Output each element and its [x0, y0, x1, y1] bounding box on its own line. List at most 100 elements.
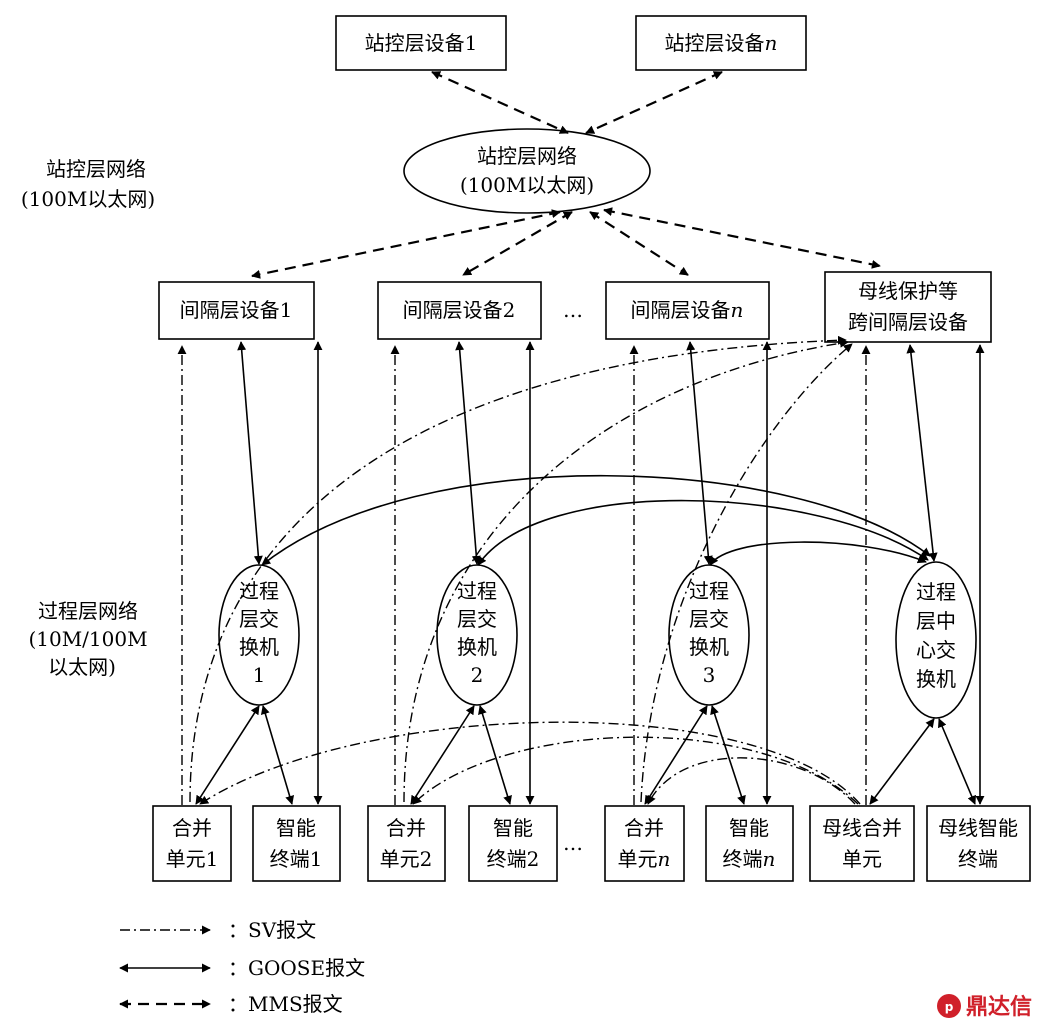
sv-mu1-to-busbar	[189, 335, 847, 803]
svg-text:终端n: 终端n	[723, 847, 776, 871]
bay-device-n-label: 间隔层设备	[631, 298, 731, 322]
goose-center-switch3	[709, 541, 927, 566]
busbar-intelligent-terminal: 母线智能 终端	[926, 805, 1031, 882]
legend: ：SV报文 ：GOOSE报文 ：MMS报文	[119, 918, 365, 1016]
station-network-title: 站控层网络	[477, 144, 577, 168]
svg-text:单元n: 单元n	[618, 847, 671, 871]
switch-1-line3: 换机	[239, 635, 279, 659]
sv-mun-to-busbar	[640, 343, 853, 803]
busbar-protection-device: 母线保护等 跨间隔层设备	[824, 271, 992, 343]
mms-link-bay-1	[251, 209, 561, 279]
bay-device-n-suffix: n	[731, 298, 744, 322]
bay-ellipsis: …	[563, 298, 583, 322]
bay-device-n: 间隔层设备n	[605, 281, 770, 340]
it1-line1: 智能	[276, 816, 316, 840]
it2-line1: 智能	[493, 816, 533, 840]
bay-device-1: 间隔层设备1	[158, 281, 315, 340]
watermark-text: 鼎达信	[966, 994, 1032, 1020]
mun-line1: 合并	[624, 816, 664, 840]
bay-device-2: 间隔层设备2	[377, 281, 542, 340]
intelligent-terminal-n: 智能 终端n	[705, 805, 794, 882]
bus-it-line2: 终端	[958, 847, 998, 871]
center-switch-line4: 换机	[916, 667, 956, 691]
goose-bay1-switch1	[237, 341, 263, 565]
intelligent-terminal-1: 智能 终端1	[252, 805, 341, 882]
station-side-label-line2: (100M以太网)	[21, 187, 155, 211]
watermark-icon	[937, 994, 961, 1018]
bus-mu-line2: 单元	[842, 847, 882, 871]
legend-mms-label: ：MMS报文	[228, 992, 343, 1016]
merging-unit-1: 合并 单元1	[152, 805, 232, 882]
station-side-label-line1: 站控层网络	[46, 157, 146, 181]
goose-center-busmu	[869, 718, 935, 805]
busbar-merging-unit: 母线合并 单元	[809, 805, 915, 882]
station-network-subtitle: (100M以太网)	[460, 173, 594, 197]
mun-line2: 单元	[618, 847, 658, 871]
svg-text:p: p	[945, 1000, 954, 1014]
goose-bayn-switch3	[686, 341, 713, 565]
station-device-1-label: 站控层设备1	[365, 31, 478, 55]
process-side-label-line1: 过程层网络	[38, 599, 138, 623]
switch-3-line4: 3	[703, 663, 716, 687]
process-center-switch: 过程 层中 心交 换机	[895, 561, 977, 719]
process-side-label-line2: (10M/100M	[28, 627, 147, 651]
switch-2-line3: 换机	[457, 635, 497, 659]
switch-1-line1: 过程	[239, 579, 279, 603]
switch-2-line1: 过程	[457, 579, 497, 603]
goose-switch1-it1	[260, 705, 295, 805]
bay-device-1-label: 间隔层设备1	[180, 298, 293, 322]
goose-switch3-mun	[644, 705, 708, 805]
svg-text:间隔层设备n: 间隔层设备n	[631, 298, 744, 322]
station-network: 站控层网络 (100M以太网)	[403, 128, 651, 214]
goose-busbar-center	[906, 344, 938, 562]
bottom-ellipsis: …	[563, 831, 583, 855]
goose-bay2-switch2	[455, 341, 481, 565]
busbar-device-line2: 跨间隔层设备	[848, 310, 968, 334]
goose-center-switch2	[477, 499, 929, 566]
bus-it-line1: 母线智能	[938, 816, 1018, 840]
process-network-side-label: 过程层网络 (10M/100M 以太网)	[28, 599, 147, 679]
it1-line2: 终端1	[270, 847, 323, 871]
mms-link-bay-2	[462, 211, 573, 276]
bus-mu-line1: 母线合并	[822, 816, 902, 840]
sv-busmu-to-mu1	[199, 721, 861, 805]
switch-2-line4: 2	[471, 663, 484, 687]
mu2-line2: 单元2	[380, 847, 433, 871]
busbar-device-line1: 母线保护等	[858, 279, 958, 303]
process-switch-1: 过程 层交 换机 1	[218, 564, 300, 706]
it2-line2: 终端2	[487, 847, 540, 871]
mms-link-busbar	[603, 207, 881, 269]
itn-suffix: n	[763, 847, 776, 871]
switch-1-line2: 层交	[239, 607, 279, 631]
station-device-n-label: 站控层设备	[665, 31, 765, 55]
mu1-line2: 单元1	[166, 847, 219, 871]
sv-mu2-to-busbar	[403, 338, 849, 803]
sv-busmu-to-mun	[647, 757, 856, 805]
process-side-label-line3: 以太网)	[48, 655, 116, 679]
process-switch-2: 过程 层交 换机 2	[436, 564, 518, 706]
bay-device-2-label: 间隔层设备2	[403, 298, 516, 322]
goose-switch2-mu2	[410, 705, 475, 805]
itn-line2: 终端	[723, 847, 763, 871]
mms-link-station-device-1	[431, 70, 569, 135]
itn-line1: 智能	[729, 816, 769, 840]
switch-3-line2: 层交	[689, 607, 729, 631]
goose-center-busit	[938, 718, 976, 805]
mms-link-bay-n	[589, 211, 689, 276]
process-switch-3: 过程 层交 换机 3	[668, 564, 750, 706]
sv-busmu-to-mu2	[412, 736, 859, 805]
mu1-line1: 合并	[172, 816, 212, 840]
switch-3-line3: 换机	[689, 635, 729, 659]
watermark-logo: p 鼎达信	[937, 994, 1032, 1020]
merging-unit-2: 合并 单元2	[367, 805, 446, 882]
goose-switch2-it2	[478, 705, 512, 805]
legend-goose-label: ：GOOSE报文	[228, 956, 365, 980]
center-switch-line2: 层中	[916, 609, 956, 633]
goose-switch1-mu1	[195, 705, 260, 805]
goose-switch3-itn	[710, 705, 746, 805]
legend-sv-label: ：SV报文	[228, 918, 316, 942]
mms-link-station-device-n	[585, 70, 723, 135]
switch-2-line2: 层交	[457, 607, 497, 631]
